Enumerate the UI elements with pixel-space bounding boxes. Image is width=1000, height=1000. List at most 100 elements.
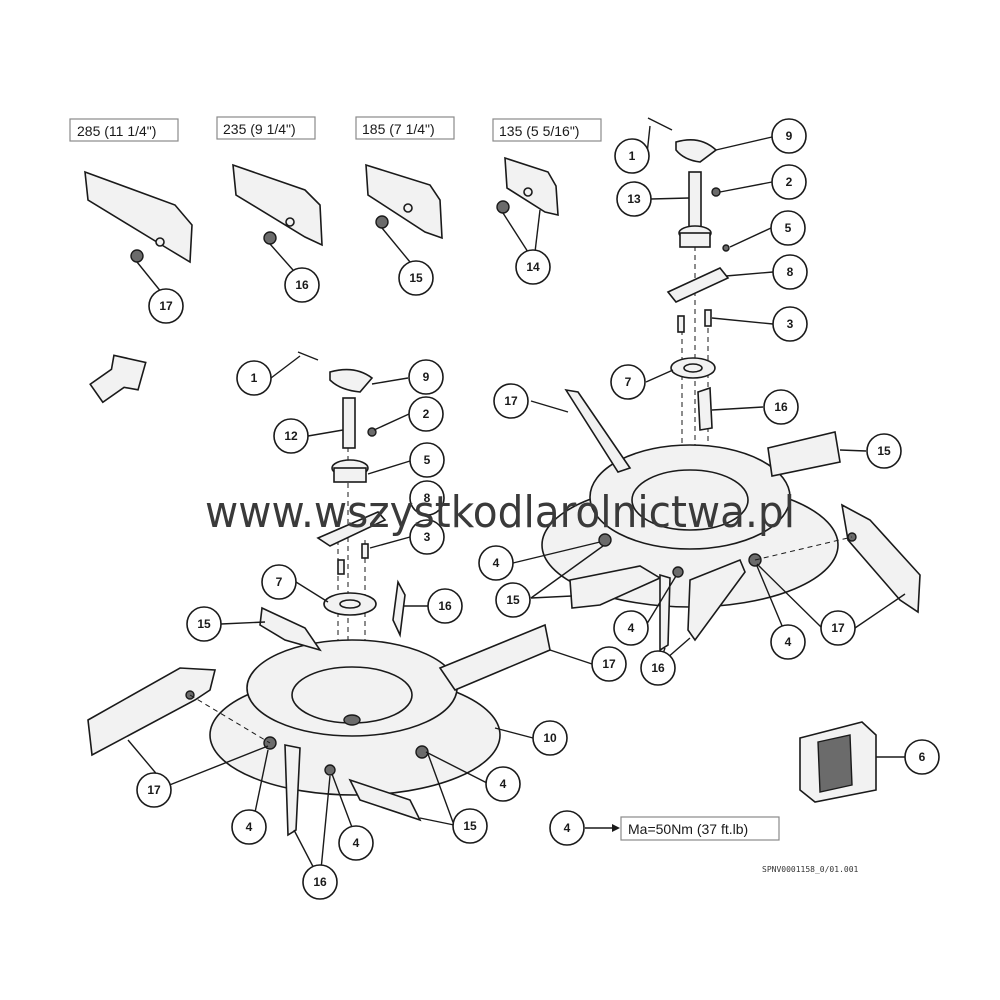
callout-label: 5: [785, 221, 792, 235]
callout-label: 16: [774, 400, 788, 414]
bolt-icon: [647, 117, 673, 131]
callout-label: 6: [919, 750, 926, 764]
tine-kit-box: [799, 721, 905, 803]
callout-label: 15: [197, 617, 211, 631]
kit-callout: 6: [904, 739, 940, 775]
callout-label: 14: [526, 260, 540, 274]
callout-label: 15: [506, 593, 520, 607]
callout-label: 8: [424, 491, 431, 505]
direction-arrow-icon: [89, 354, 147, 404]
callout: [398, 260, 434, 296]
callout-label: 16: [313, 875, 327, 889]
bolt-icon: [375, 215, 389, 229]
nut-icon: [285, 217, 295, 227]
callout-label: 16: [651, 661, 665, 675]
callout-label: 3: [424, 530, 431, 544]
pin: [361, 543, 369, 559]
tine: [392, 579, 406, 638]
tine: [438, 623, 551, 691]
bolt-icon: [324, 764, 336, 776]
tine: [840, 503, 921, 614]
callout: [515, 249, 551, 285]
bolt-icon: [297, 351, 319, 361]
callout-label: 7: [276, 575, 283, 589]
torque-box: [620, 816, 780, 841]
tine: [697, 386, 713, 431]
size-label: 185 (7 1/4"): [362, 121, 435, 137]
callout-label: 17: [159, 299, 173, 313]
callout-label: 17: [831, 621, 845, 635]
bolt-icon: [598, 533, 612, 547]
callout-label: 2: [786, 175, 793, 189]
callout-label: 15: [463, 819, 477, 833]
callout-label: 4: [628, 621, 635, 635]
size-variant-135: 135 (5 5/16") 14: [492, 118, 602, 285]
size-label: 235 (9 1/4"): [223, 121, 296, 137]
tine-235: [232, 163, 323, 247]
callout-label: 16: [295, 278, 309, 292]
callout-label: 17: [147, 783, 161, 797]
size-label-box: [69, 118, 179, 142]
right-rotor-assembly: [512, 117, 921, 666]
tine-185: [365, 163, 443, 240]
drawing-code: SPNV0001158_0/01.001: [762, 865, 859, 874]
bearing-body: [333, 467, 367, 483]
tine: [659, 573, 671, 652]
callout: [284, 267, 320, 303]
nut-icon: [403, 203, 413, 213]
callout-label: 4: [353, 836, 360, 850]
callout-label: 5: [424, 453, 431, 467]
callout-label: 9: [786, 129, 793, 143]
torque-note: 4 Ma=50Nm (37 ft.lb): [549, 810, 780, 846]
bolt-icon: [496, 200, 510, 214]
locking-plate: [329, 368, 374, 393]
tine-285: [84, 170, 193, 264]
callout-label: 15: [877, 444, 891, 458]
bolt-icon: [415, 745, 429, 759]
nut-icon: [155, 237, 165, 247]
size-label-box: [492, 118, 602, 142]
size-label: 285 (11 1/4"): [77, 123, 156, 139]
callout-label: 15: [409, 271, 423, 285]
bolt-icon: [263, 231, 277, 245]
callout-label: 10: [543, 731, 557, 745]
right-assembly-callouts: 1 9 13 2 5 8 3 7 17 16 15 4 15 4 16 4 17: [478, 118, 902, 686]
locking-plate: [675, 139, 718, 163]
shaft: [688, 171, 702, 228]
tine: [564, 388, 632, 473]
tine: [87, 667, 217, 757]
size-variant-285: 285 (11 1/4") 17: [69, 118, 193, 324]
size-variant-235: 235 (9 1/4") 16: [216, 116, 323, 303]
callout-label: 9: [423, 370, 430, 384]
callout-label: 17: [602, 657, 616, 671]
size-label: 135 (5 5/16"): [499, 123, 579, 139]
callout-label: 4: [500, 777, 507, 791]
callout-label: 12: [284, 429, 298, 443]
callout-label: 13: [627, 192, 641, 206]
torque-callout-label: 4: [564, 821, 571, 835]
nut-icon: [523, 187, 533, 197]
callout-label: 17: [504, 394, 518, 408]
pin: [704, 309, 712, 327]
torque-value: Ma=50Nm (37 ft.lb): [628, 821, 748, 837]
callout-label: 8: [787, 265, 794, 279]
bolt-icon: [130, 249, 144, 263]
size-variant-185: 185 (7 1/4") 15: [355, 116, 455, 296]
watermark: www.wszystkodlarolnictwa.pl: [205, 487, 795, 538]
callout-label: 16: [438, 599, 452, 613]
tine: [767, 431, 841, 477]
tine-135: [504, 156, 559, 217]
callout-label: 3: [787, 317, 794, 331]
callout-label: 1: [629, 149, 636, 163]
pin: [337, 559, 345, 575]
callout: [148, 288, 184, 324]
size-label-box: [355, 116, 455, 140]
callout-label: 2: [423, 407, 430, 421]
nut-icon: [711, 187, 721, 197]
nut-icon: [722, 244, 730, 252]
arrow-right-icon: [612, 824, 620, 832]
callout-label: 7: [625, 375, 632, 389]
callout-label: 4: [785, 635, 792, 649]
bolt-icon: [672, 566, 684, 578]
